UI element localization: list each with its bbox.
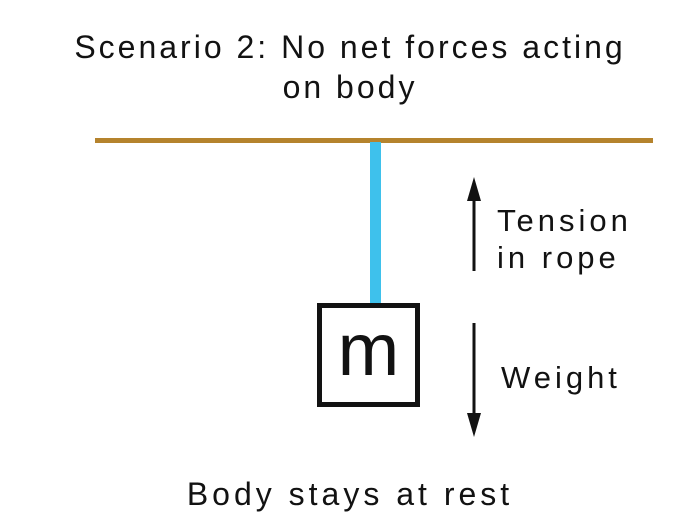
tension-label-line1: Tension: [497, 203, 632, 238]
mass-label: m: [337, 308, 400, 391]
diagram-title-line1: Scenario 2: No net forces acting: [74, 29, 626, 65]
weight-label: Weight: [501, 360, 621, 395]
caption: Body stays at rest: [186, 476, 514, 512]
tension-label: Tension in rope: [497, 202, 632, 276]
diagram-title: Scenario 2: No net forces acting on body: [0, 27, 700, 107]
diagram-title-line2: on body: [282, 69, 418, 105]
tension-label-line2: in rope: [497, 240, 620, 275]
down-arrow-icon: [467, 323, 481, 437]
mass-box: m: [317, 303, 420, 407]
rope-line: [370, 142, 381, 308]
up-arrow-icon: [467, 177, 481, 271]
ceiling-line: [95, 138, 653, 143]
